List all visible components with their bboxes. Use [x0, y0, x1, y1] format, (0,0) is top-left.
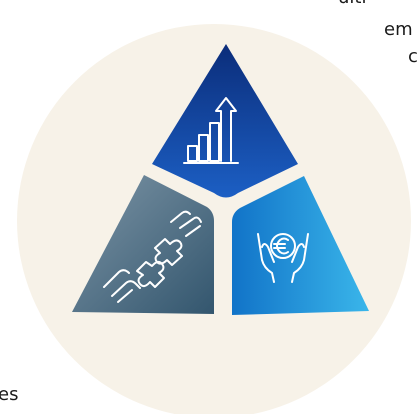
left-triangle-segment	[72, 175, 214, 314]
text-fragment-right-1: em	[384, 19, 413, 40]
background-circle	[17, 24, 411, 414]
text-fragment-top-right: ulti	[338, 0, 366, 7]
text-fragment-right-2: c	[408, 46, 417, 67]
handshake-puzzle-icon	[103, 210, 202, 303]
hands-holding-euro-coin-icon	[257, 233, 309, 283]
text-fragment-bottom-left: es	[0, 384, 19, 405]
growth-chart-arrow-icon	[183, 97, 239, 164]
